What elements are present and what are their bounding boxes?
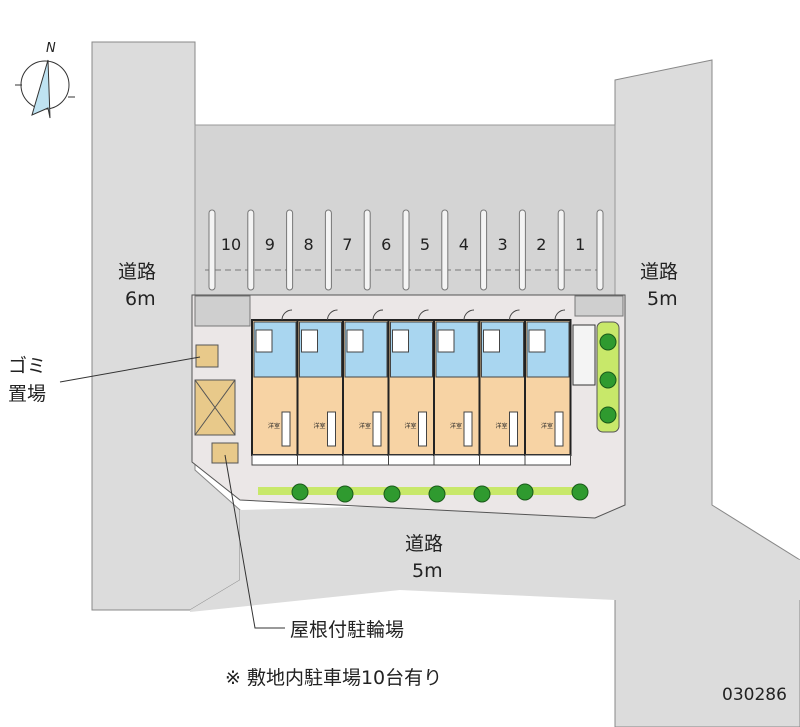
room-label: 洋室 [450, 422, 462, 430]
trees [291, 333, 617, 503]
apartment-units: 洋室 洋室 洋室 洋室 洋室 洋室 洋室 [251, 309, 572, 466]
stall-divider [286, 209, 294, 291]
hatched-paving-east [574, 295, 624, 317]
stall-number: 6 [381, 235, 391, 254]
stall-divider [441, 209, 449, 291]
road-west-width: 6m [125, 288, 156, 310]
road-west-label: 道路 [118, 261, 156, 283]
tree-icon [336, 485, 354, 503]
stall-divider [596, 209, 604, 291]
tree-icon [516, 483, 534, 501]
room-label: 洋室 [314, 422, 326, 430]
bicycle-parking-2 [211, 442, 239, 464]
room-label: 洋室 [268, 422, 280, 430]
road-east [614, 59, 800, 727]
property-code: 030286 [722, 685, 787, 705]
stall-number: 10 [221, 235, 241, 254]
stall-divider [402, 209, 410, 291]
road-south [190, 500, 800, 612]
stall-divider [557, 209, 565, 291]
stall-divider [208, 209, 216, 291]
garbage-label-2: 置場 [8, 383, 46, 405]
tree-icon [473, 485, 491, 503]
tree-icon [571, 483, 589, 501]
tree-icon [428, 485, 446, 503]
road-south-width: 5m [412, 560, 443, 582]
stall-divider [247, 209, 255, 291]
stall-divider [324, 209, 332, 291]
room-label: 洋室 [359, 422, 371, 430]
stall-divider [363, 209, 371, 291]
stairs [572, 324, 596, 386]
road-east-label: 道路 [640, 261, 678, 283]
stall-number: 9 [265, 235, 275, 254]
tree-icon [599, 333, 617, 351]
road-south-label: 道路 [405, 533, 443, 555]
apartment-unit: 洋室 [342, 309, 390, 466]
stall-number: 5 [420, 235, 430, 254]
apartment-unit: 洋室 [524, 309, 572, 466]
apartment-unit: 洋室 [251, 309, 299, 466]
stall-number: 7 [342, 235, 352, 254]
footnote: ※ 敷地内駐車場10台有り [225, 667, 442, 689]
north-label: N [46, 41, 56, 56]
room-label: 洋室 [541, 422, 553, 430]
room-label: 洋室 [405, 422, 417, 430]
apartment-unit: 洋室 [478, 309, 526, 466]
compass-icon: N [15, 41, 75, 119]
bicycle-leader-line [224, 454, 285, 629]
tree-icon [383, 485, 401, 503]
stall-divider [518, 209, 526, 291]
tree-icon [291, 483, 309, 501]
hedge-south [258, 487, 578, 495]
stall-number: 8 [304, 235, 314, 254]
stall-divider [480, 209, 488, 291]
hatched-paving-west [194, 295, 251, 327]
stall-number: 4 [459, 235, 469, 254]
stall-number: 2 [536, 235, 546, 254]
stall-number: 3 [498, 235, 508, 254]
parking-stalls: 10 9 8 7 6 5 4 3 2 1 [208, 209, 604, 291]
garbage-area [195, 344, 219, 368]
apartment-unit: 洋室 [433, 309, 481, 466]
road-east-width: 5m [647, 288, 678, 310]
apartment-unit: 洋室 [296, 309, 344, 466]
apartment-unit: 洋室 [387, 309, 435, 466]
tree-icon [599, 371, 617, 389]
room-label: 洋室 [496, 422, 508, 430]
garbage-leader-line [59, 356, 201, 383]
stall-number: 1 [575, 235, 585, 254]
garbage-label-1: ゴミ [8, 355, 46, 377]
bicycle-label: 屋根付駐輪場 [290, 619, 404, 641]
tree-icon [599, 406, 617, 424]
